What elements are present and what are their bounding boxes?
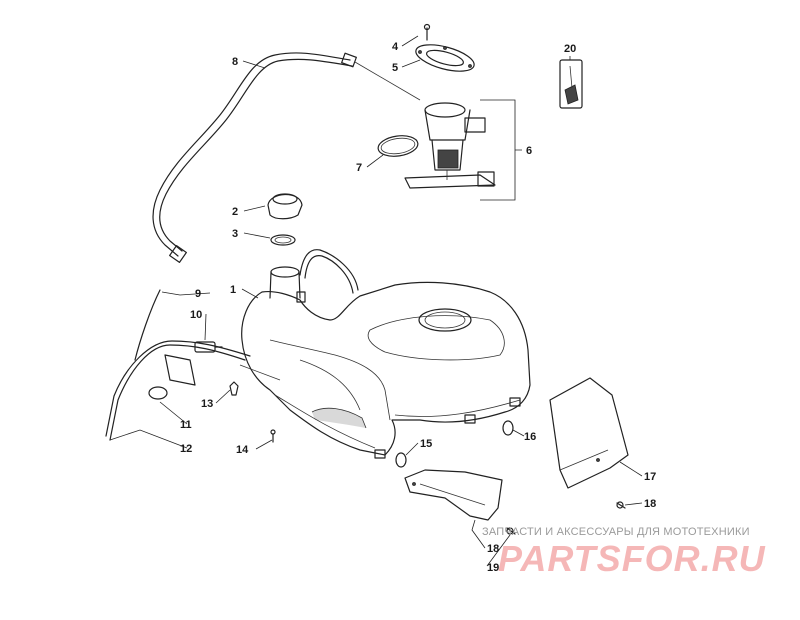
part-fuel-line — [105, 289, 281, 441]
callout-3: 3 — [232, 228, 238, 240]
callout-6: 6 — [526, 145, 532, 157]
callout-18-right: 18 — [644, 498, 656, 510]
callout-10: 10 — [190, 309, 202, 321]
part-fuel-pump-assembly — [404, 99, 522, 201]
callout-labels: 1 2 3 4 5 6 7 8 9 10 11 12 13 14 15 16 1… — [180, 41, 656, 574]
callout-9: 9 — [195, 288, 201, 300]
callout-19: 19 — [487, 562, 499, 574]
part-bracket — [164, 354, 196, 386]
callout-7: 7 — [356, 162, 362, 174]
callout-15: 15 — [420, 438, 432, 450]
part-rivet-14 — [270, 429, 276, 443]
watermark-logo: PARTSFOR.RU — [498, 538, 766, 579]
callout-20: 20 — [564, 43, 576, 55]
part-grommet-13 — [229, 381, 239, 396]
part-screw-and-gasket — [415, 23, 475, 72]
part-fuel-fitting — [194, 341, 223, 353]
callout-2: 2 — [232, 206, 238, 218]
part-heat-shield — [549, 377, 629, 489]
part-lower-shield — [404, 469, 503, 521]
callout-12: 12 — [180, 443, 192, 455]
callout-5: 5 — [392, 62, 398, 74]
watermark: ЗАПЧАСТИ И АКСЕССУАРЫ ДЛЯ МОТОТЕХНИКИ PA… — [470, 524, 800, 584]
callout-18-left: 18 — [487, 543, 499, 555]
callout-4: 4 — [392, 41, 399, 53]
part-fuel-tank — [241, 249, 531, 459]
part-hose-clamp — [148, 386, 168, 400]
callout-1: 1 — [230, 284, 236, 296]
watermark-tagline: ЗАПЧАСТИ И АКСЕССУАРЫ ДЛЯ МОТОТЕХНИКИ — [482, 526, 750, 538]
part-fuel-cap — [267, 193, 303, 220]
part-grommet-16 — [502, 420, 514, 436]
callout-13: 13 — [201, 398, 213, 410]
part-vent-hose — [152, 52, 421, 263]
part-o-ring — [377, 135, 419, 157]
callout-17: 17 — [644, 471, 656, 483]
part-cap-seal — [270, 234, 296, 246]
callout-14: 14 — [236, 444, 249, 456]
part-grommet-15 — [395, 452, 407, 468]
callout-11: 11 — [180, 419, 192, 431]
callout-16: 16 — [524, 431, 536, 443]
part-sensor — [559, 59, 583, 109]
part-screw-18-left — [506, 527, 516, 535]
callout-8: 8 — [232, 56, 238, 68]
part-screw-18-right — [616, 501, 626, 509]
leader-lines — [109, 35, 643, 567]
